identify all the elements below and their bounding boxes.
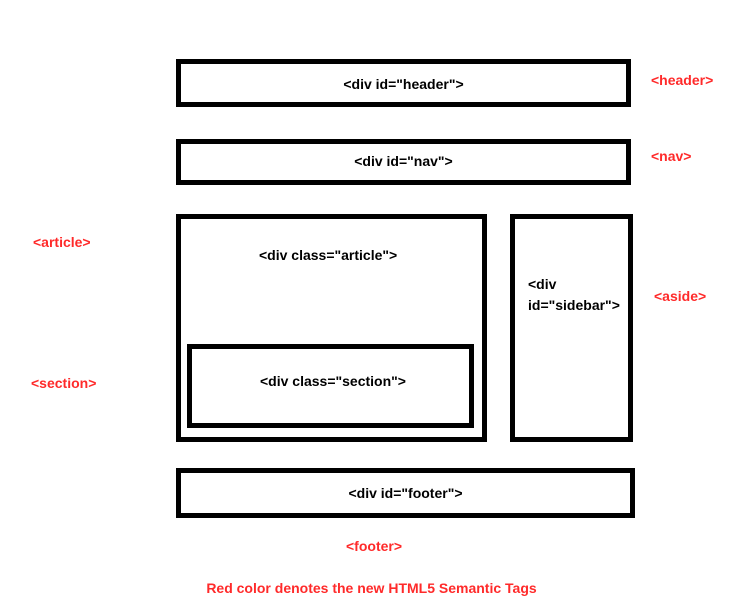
section-tag-label: <section>	[31, 375, 97, 391]
sidebar-box-label-line1: <div	[528, 276, 557, 292]
footer-box: <div id="footer">	[176, 468, 635, 518]
nav-tag-label: <nav>	[651, 148, 692, 164]
legend-caption: Red color denotes the new HTML5 Semantic…	[206, 580, 537, 596]
nav-box-label: <div id="nav">	[354, 153, 453, 169]
sidebar-box-label-line2: id="sidebar">	[528, 297, 620, 313]
header-box-label: <div id="header">	[343, 76, 464, 92]
nav-box: <div id="nav">	[176, 139, 631, 185]
footer-tag-label: <footer>	[346, 538, 403, 554]
article-tag-label: <article>	[33, 234, 91, 250]
article-box-label: <div class="article">	[259, 247, 398, 263]
header-tag-label: <header>	[651, 72, 714, 88]
header-box: <div id="header">	[176, 59, 631, 107]
aside-tag-label: <aside>	[654, 288, 707, 304]
footer-box-label: <div id="footer">	[348, 485, 463, 501]
sidebar-box: <div id="sidebar">	[510, 214, 633, 442]
section-box: <div class="section">	[187, 344, 474, 428]
section-box-label: <div class="section">	[260, 373, 406, 389]
